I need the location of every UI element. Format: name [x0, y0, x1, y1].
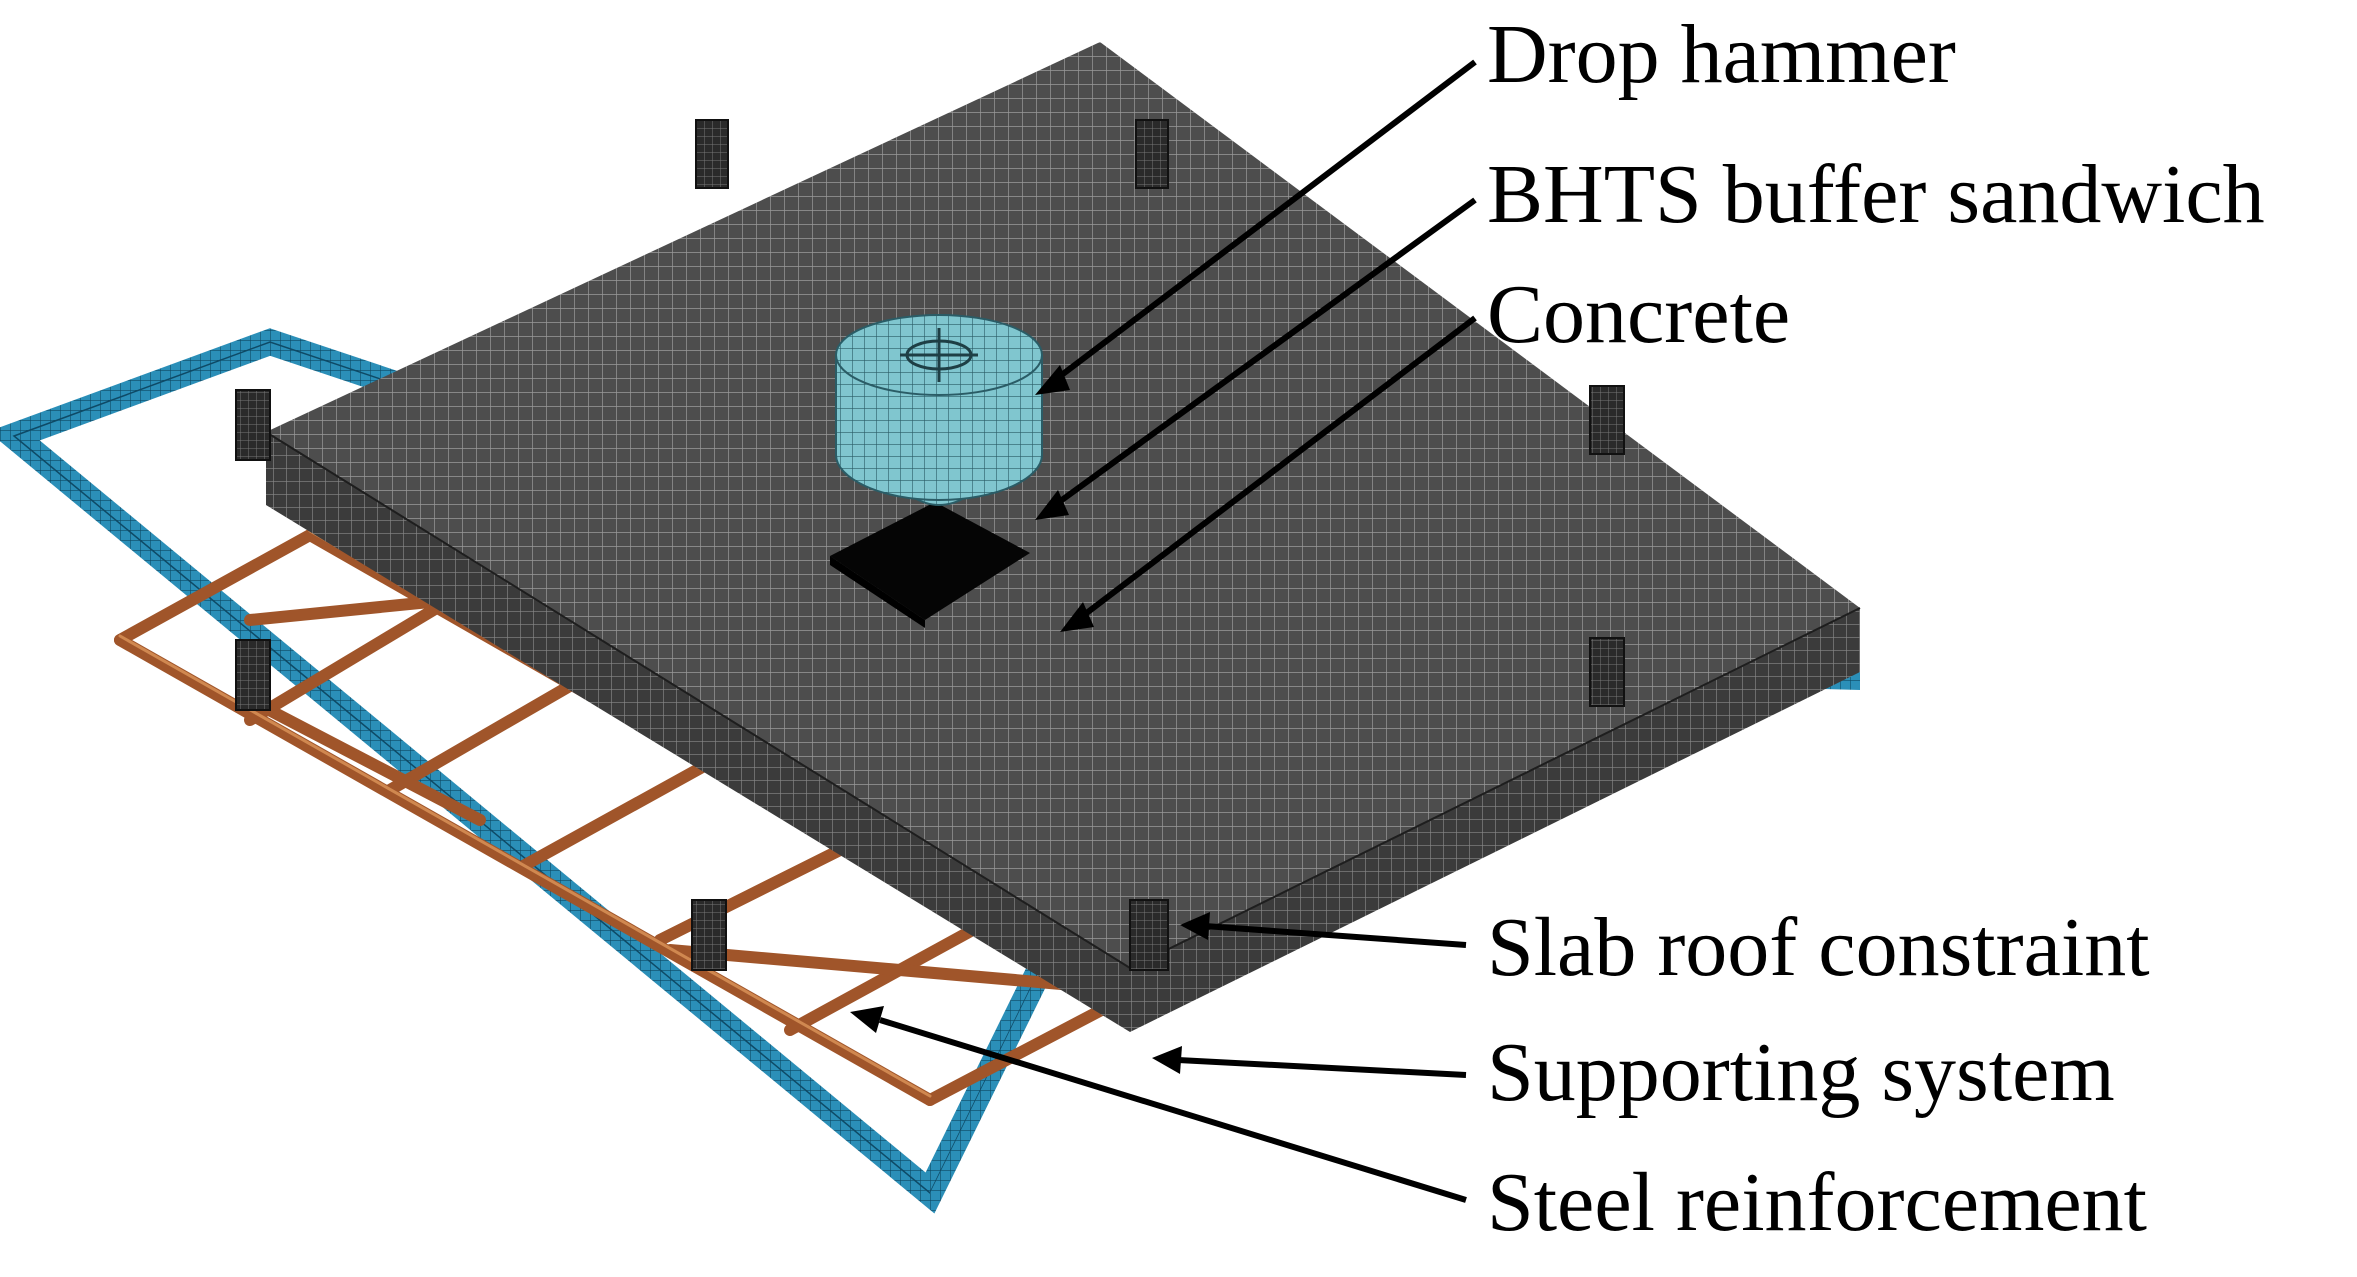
arrowhead	[850, 1006, 884, 1033]
label-bhts-buffer-sandwich: BHTS buffer sandwich	[1487, 148, 2265, 241]
label-supporting-system: Supporting system	[1487, 1026, 2115, 1119]
leader-lines	[850, 59, 1477, 1203]
constraint-post	[1589, 637, 1625, 707]
slab-roof-constraints	[235, 119, 1625, 971]
bhts-buffer-sandwich	[830, 502, 1030, 628]
leader-bhts-buffer	[1053, 197, 1477, 508]
constraint-post	[1135, 119, 1169, 189]
label-drop-hammer: Drop hammer	[1487, 8, 1956, 101]
arrowhead	[1035, 365, 1070, 395]
leader-supporting-system	[1177, 1057, 1467, 1078]
constraint-post	[695, 119, 729, 189]
arrowhead	[1035, 490, 1069, 520]
drop-hammer	[835, 314, 1043, 507]
constraint-post	[235, 639, 271, 711]
leader-concrete	[1078, 315, 1477, 621]
constraint-post	[235, 389, 271, 461]
label-slab-roof-constraint: Slab roof constraint	[1487, 901, 2150, 994]
label-concrete: Concrete	[1487, 268, 1790, 361]
leader-slab-roof-constraint	[1204, 923, 1467, 948]
constraint-post	[1589, 385, 1625, 455]
label-steel-reinforcement: Steel reinforcement	[1487, 1156, 2147, 1249]
constraint-post	[691, 899, 727, 971]
arrowhead	[1152, 1046, 1182, 1074]
arrowhead	[1180, 912, 1210, 940]
leader-drop-hammer	[1053, 59, 1477, 383]
leader-steel-reinforcement	[879, 1017, 1467, 1203]
arrowhead	[1060, 602, 1094, 632]
constraint-post	[1129, 899, 1169, 971]
